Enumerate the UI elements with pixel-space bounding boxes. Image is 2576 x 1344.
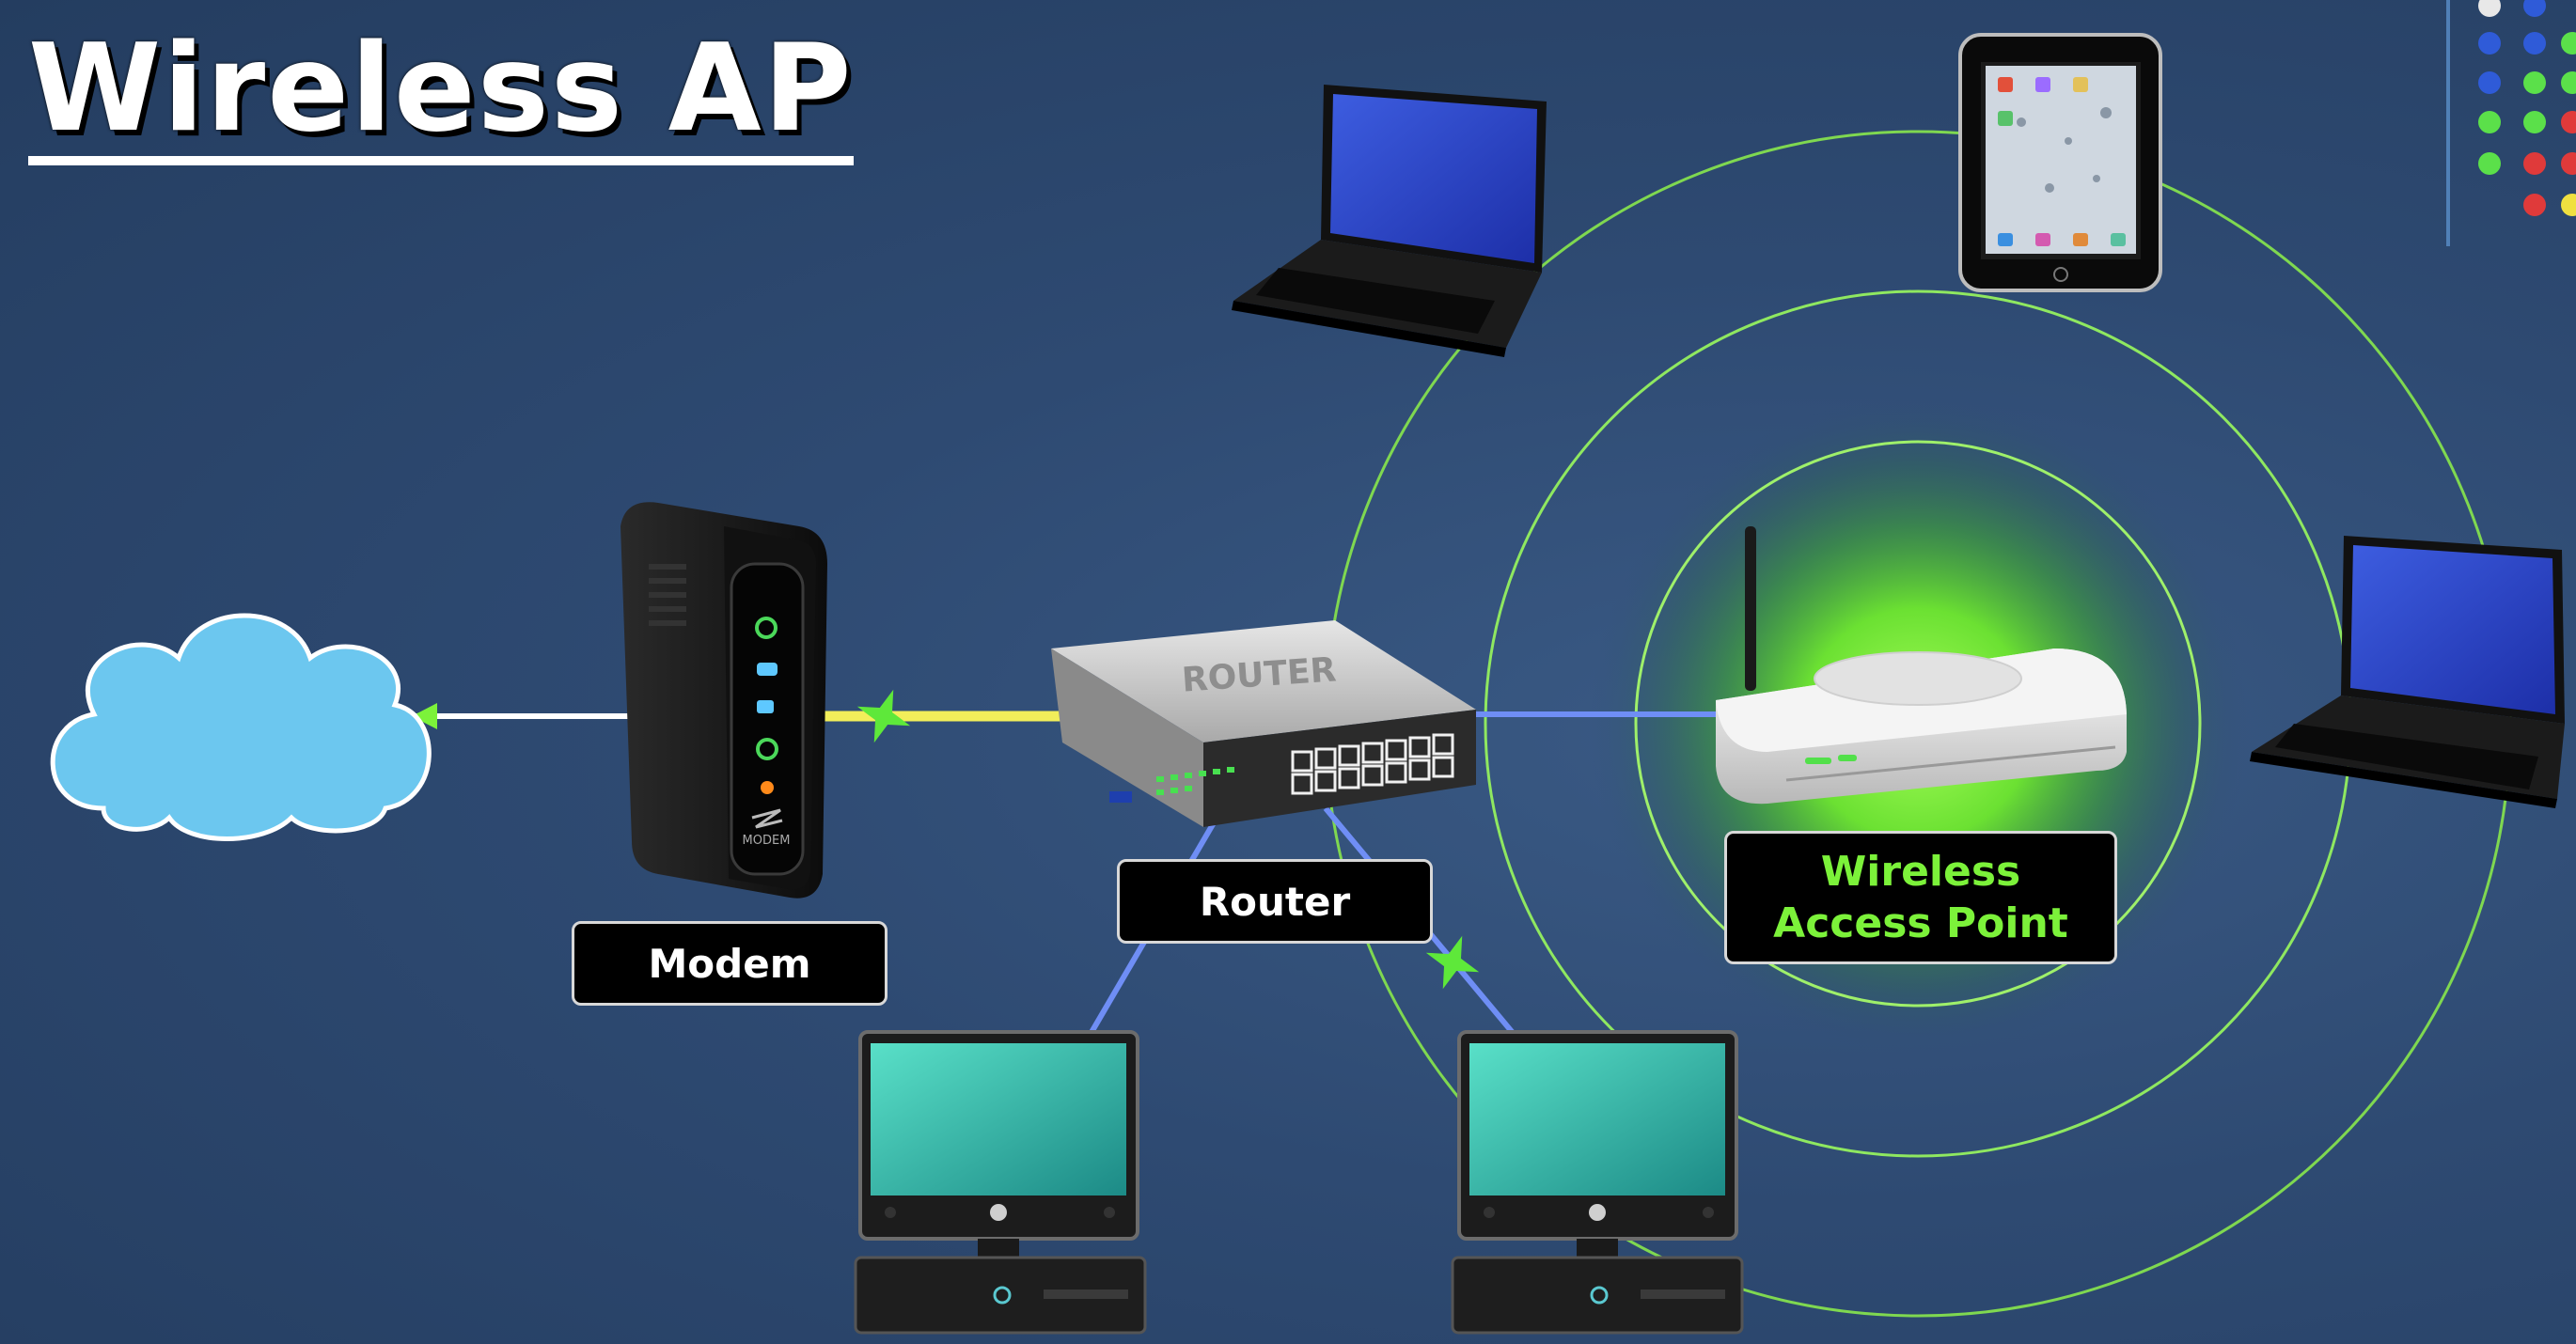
laptop-icon (2250, 536, 2565, 808)
desktop-icon (854, 1030, 1147, 1335)
access-point-label: Wireless Access Point (1724, 831, 2117, 964)
router-icon: ROUTER (1051, 620, 1476, 827)
wifi-ring-inner (1634, 440, 2202, 1008)
decorative-divider (2446, 0, 2450, 246)
router-label: Router (1117, 859, 1433, 944)
modem-label-text: Modem (648, 940, 811, 987)
packet-spark-icon (1425, 935, 1480, 990)
modem-case-label: MODEM (743, 834, 791, 848)
laptop-icon (1232, 85, 1547, 357)
arrow-cloud (412, 703, 437, 729)
access-point-icon (1716, 526, 2127, 805)
tablet-icon (1958, 33, 2162, 292)
cloud-icon (50, 613, 432, 841)
modem-label: Modem (572, 921, 887, 1006)
page-title: Wireless AP (28, 25, 854, 166)
router-label-text: Router (1199, 878, 1351, 925)
modem-icon: MODEM (620, 502, 827, 899)
access-point-label-text: Wireless Access Point (1773, 848, 2068, 947)
packet-spark-icon (856, 689, 911, 743)
decorative-dots (2478, 0, 2576, 216)
desktop-icon (1451, 1030, 1744, 1335)
